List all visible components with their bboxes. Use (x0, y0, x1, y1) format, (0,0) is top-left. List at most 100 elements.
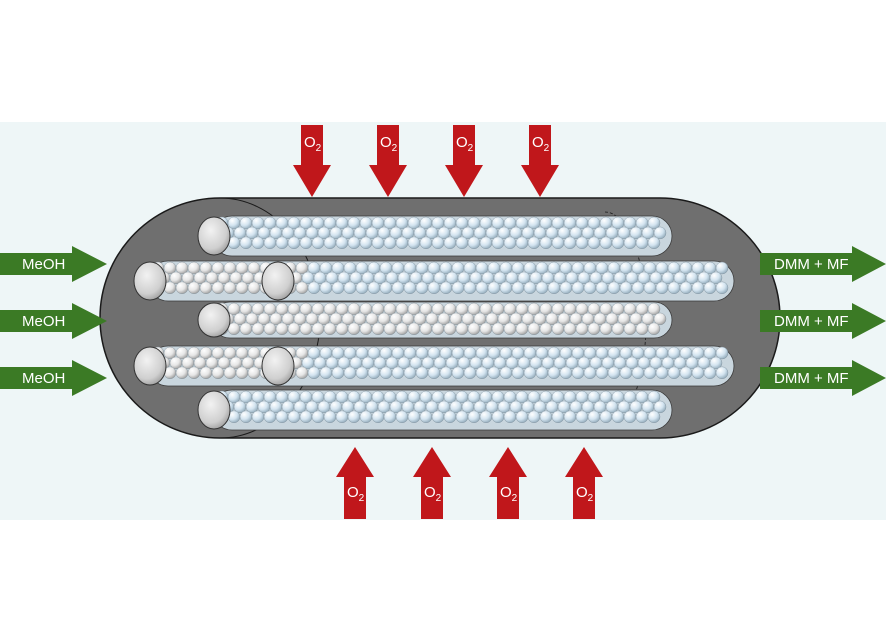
oxygen-arrow-up: O2 (413, 447, 451, 519)
catalyst-bead-icon (599, 236, 613, 250)
green-right-arrow-icon (760, 303, 886, 339)
catalyst-bead-icon (439, 281, 453, 294)
catalyst-bead-icon (307, 281, 321, 294)
outlet-arrow: DMM + MF (760, 246, 886, 282)
catalyst-bead-icon (275, 322, 289, 335)
catalyst-bead-icon (679, 366, 693, 379)
catalyst-bead-icon (335, 236, 349, 250)
catalyst-bead-icon (631, 281, 645, 294)
outlet-arrows: DMM + MF DMM + MF DMM + MF (760, 246, 886, 396)
catalyst-bead-icon (691, 281, 705, 294)
oxygen-label: O2 (576, 484, 594, 504)
catalyst-bead-icon (643, 366, 657, 379)
catalyst-tube (133, 345, 735, 387)
catalyst-bead-icon (287, 236, 301, 250)
catalyst-bead-icon (319, 281, 333, 294)
catalyst-bead-icon (455, 236, 469, 250)
catalyst-bead-icon (583, 281, 597, 294)
red-arrow-icon (521, 125, 559, 197)
outlet-label: DMM + MF (774, 256, 849, 273)
tube-end-cap (197, 390, 231, 430)
catalyst-bead-icon (527, 410, 541, 423)
catalyst-bead-icon (571, 366, 585, 379)
oxygen-arrow-up: O2 (336, 447, 374, 519)
catalyst-bead-icon (647, 322, 661, 335)
green-right-arrow-icon (0, 360, 107, 396)
oxygen-arrow-up: O2 (565, 447, 603, 519)
catalyst-bead-icon (527, 236, 541, 250)
catalyst-bead-icon (251, 410, 265, 423)
oxygen-arrow-up: O2 (489, 447, 527, 519)
catalyst-bead-icon (359, 236, 373, 250)
catalyst-bead-icon (263, 236, 277, 250)
catalyst-bead-icon (563, 410, 577, 423)
catalyst-bead-icon (199, 366, 213, 379)
catalyst-bead-icon (251, 236, 265, 250)
catalyst-bead-icon (587, 410, 601, 423)
catalyst-bead-icon (491, 322, 505, 335)
catalyst-bead-icon (631, 366, 645, 379)
catalyst-bead-icon (523, 366, 537, 379)
catalyst-bead-icon (359, 410, 373, 423)
catalyst-bead-icon (715, 281, 729, 294)
oxygen-label: O2 (500, 484, 518, 504)
green-right-arrow-icon (760, 360, 886, 396)
catalyst-bead-icon (535, 366, 549, 379)
catalyst-bead-icon (619, 281, 633, 294)
catalyst-bead-icon (539, 410, 553, 423)
catalyst-bead-icon (175, 281, 189, 294)
catalyst-bead-icon (487, 366, 501, 379)
catalyst-bead-icon (431, 410, 445, 423)
catalyst-bead-icon (515, 322, 529, 335)
tube-end-cap (261, 261, 295, 301)
catalyst-bead-icon (709, 271, 723, 285)
catalyst-bead-icon (299, 236, 313, 250)
catalyst-bead-icon (611, 236, 625, 250)
catalyst-bead-icon (383, 410, 397, 423)
catalyst-bead-icon (527, 322, 541, 335)
catalyst-bead-icon (407, 410, 421, 423)
catalyst-bead-icon (287, 322, 301, 335)
red-arrow-icon (565, 447, 603, 519)
oxygen-label: O2 (424, 484, 442, 504)
tube-end-cap (261, 346, 295, 386)
catalyst-bead-icon (499, 281, 513, 294)
catalyst-bead-icon (559, 281, 573, 294)
green-right-arrow-icon (0, 246, 107, 282)
catalyst-bead-icon (479, 410, 493, 423)
catalyst-bead-icon (451, 366, 465, 379)
catalyst-bead-icon (323, 322, 337, 335)
catalyst-bead-icon (295, 366, 309, 379)
catalyst-bead-icon (383, 322, 397, 335)
red-arrow-icon (336, 447, 374, 519)
catalyst-bead-icon (427, 281, 441, 294)
catalyst-bead-icon (611, 322, 625, 335)
catalyst-bead-icon (395, 410, 409, 423)
catalyst-bead-icon (275, 410, 289, 423)
outlet-label: DMM + MF (774, 370, 849, 387)
catalyst-bead-icon (587, 322, 601, 335)
catalyst-bead-icon (643, 281, 657, 294)
catalyst-bead-icon (347, 322, 361, 335)
catalyst-bead-icon (653, 400, 667, 414)
catalyst-bead-icon (647, 216, 661, 230)
catalyst-bead-icon (443, 410, 457, 423)
catalyst-bead-icon (547, 366, 561, 379)
catalyst-bead-icon (623, 322, 637, 335)
catalyst-bead-icon (371, 410, 385, 423)
catalyst-bead-icon (715, 346, 729, 360)
catalyst-bead-icon (323, 410, 337, 423)
catalyst-bead-icon (275, 236, 289, 250)
tube-end-cap (197, 302, 231, 338)
catalyst-bead-icon (367, 281, 381, 294)
catalyst-bead-icon (379, 366, 393, 379)
catalyst-bead-icon (583, 366, 597, 379)
catalyst-bead-icon (343, 366, 357, 379)
catalyst-bead-icon (463, 366, 477, 379)
catalyst-bead-icon (335, 322, 349, 335)
catalyst-bead-icon (311, 322, 325, 335)
catalyst-bead-icon (455, 322, 469, 335)
catalyst-bead-icon (319, 366, 333, 379)
catalyst-bead-icon (503, 236, 517, 250)
catalyst-bead-icon (619, 366, 633, 379)
